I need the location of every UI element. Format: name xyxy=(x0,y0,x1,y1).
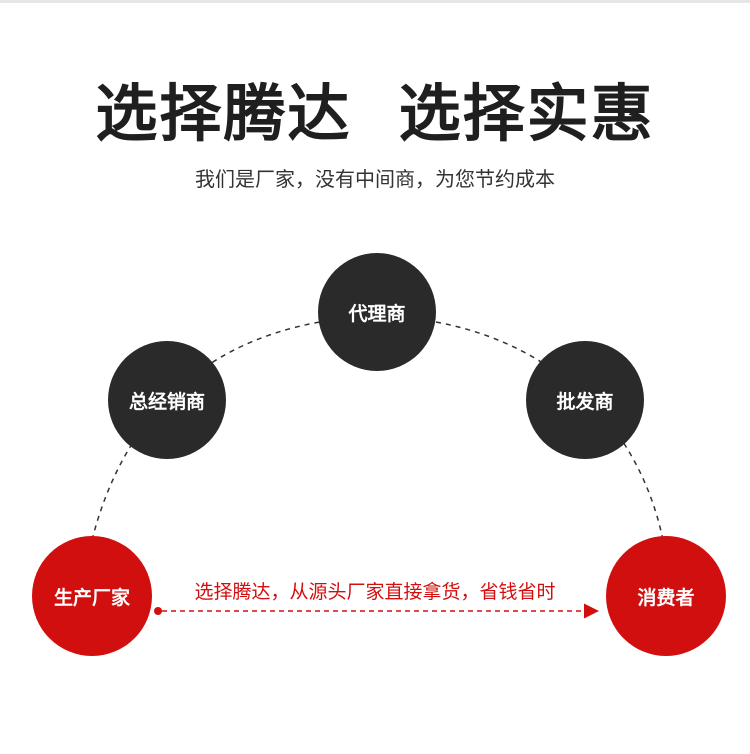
node-general-distributor: 总经销商 xyxy=(108,341,226,459)
direct-arrow-label: 选择腾达，从源头厂家直接拿货，省钱省时 xyxy=(194,581,556,603)
page-subtitle: 我们是厂家，没有中间商，为您节约成本 xyxy=(195,167,555,191)
node-consumer: 消费者 xyxy=(606,536,726,656)
node-manufacturer-label: 生产厂家 xyxy=(53,586,130,609)
node-agent-label: 代理商 xyxy=(348,302,406,325)
node-wholesaler-label: 批发商 xyxy=(556,390,614,413)
node-wholesaler: 批发商 xyxy=(526,341,644,459)
node-general-distributor-label: 总经销商 xyxy=(128,390,205,413)
top-divider xyxy=(0,0,750,3)
page-headline: 选择腾达 选择实惠 xyxy=(95,77,655,150)
node-consumer-label: 消费者 xyxy=(637,586,695,609)
node-agent: 代理商 xyxy=(318,253,436,371)
node-manufacturer: 生产厂家 xyxy=(32,536,152,656)
direct-arrow-start-dot xyxy=(154,607,162,615)
